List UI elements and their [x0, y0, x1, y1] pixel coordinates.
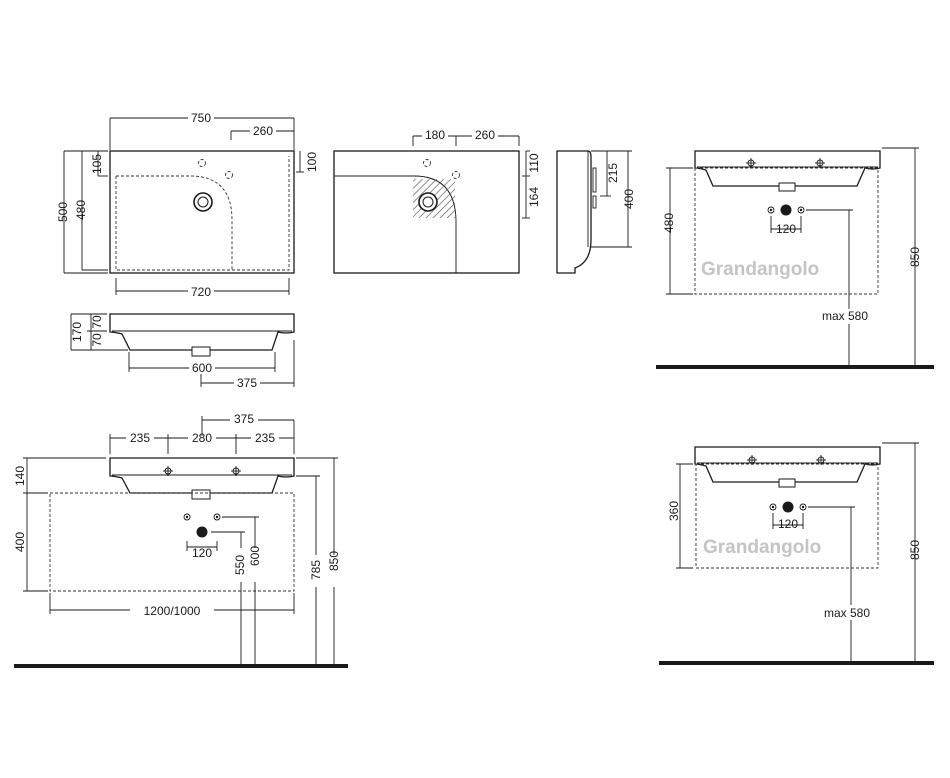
dim-750: 750	[191, 111, 211, 125]
overflow-icon	[452, 171, 460, 179]
drain-pipe-icon	[782, 501, 794, 513]
dim-500: 500	[56, 202, 70, 222]
dim-480: 480	[74, 200, 88, 220]
right-view-top: 120 Grandangolo 480 max 580 850	[656, 147, 934, 369]
dim-375-front: 375	[237, 376, 257, 390]
max-580-rb: max 580	[824, 606, 870, 620]
front-view-small: 170 70 70 600 375	[70, 313, 295, 390]
dim-600-front: 600	[192, 361, 212, 375]
dim-180: 180	[425, 128, 445, 142]
dim-375-top: 375	[234, 412, 254, 426]
dim-1200-1000: 1200/1000	[144, 604, 201, 618]
faucet-icon	[816, 455, 826, 465]
dim-260: 260	[253, 124, 273, 138]
front-view-large: 120 235 280 235 375 140 400 1200/1000 55…	[13, 412, 348, 668]
overflow-icon	[225, 171, 233, 179]
right-view-bottom: 120 Grandangolo 360 max 580 850	[659, 442, 934, 665]
dim-260b: 260	[475, 128, 495, 142]
faucet-icon	[163, 466, 173, 476]
top-view-2: 180 260 110 164	[333, 128, 541, 274]
dim-100: 100	[305, 152, 319, 172]
dim-235a: 235	[130, 431, 150, 445]
faucet-hole-icon	[198, 159, 206, 167]
faucet-icon	[815, 158, 825, 168]
watermark: Grandangolo	[701, 259, 819, 280]
side-view: 215 400	[556, 150, 636, 274]
dim-720: 720	[191, 285, 211, 299]
dim-70a: 70	[90, 315, 104, 329]
dim-850-front: 850	[327, 551, 341, 571]
drain-icon	[418, 192, 438, 212]
dim-105: 105	[90, 154, 104, 174]
dim-140: 140	[13, 466, 27, 486]
dim-850-rt: 850	[908, 247, 922, 267]
dim-600: 600	[248, 546, 262, 566]
max-580-rt: max 580	[822, 309, 868, 323]
dim-360: 360	[667, 501, 681, 521]
dim-480-rt: 480	[662, 213, 676, 233]
dim-850-rb: 850	[908, 540, 922, 560]
faucet-icon	[231, 466, 241, 476]
drain-icon	[193, 192, 213, 212]
drain-pipe-icon	[780, 204, 792, 216]
dim-550: 550	[233, 555, 247, 575]
dim-785: 785	[309, 560, 323, 580]
watermark: Grandangolo	[703, 537, 821, 558]
dim-400: 400	[13, 532, 27, 552]
dim-110: 110	[527, 153, 541, 172]
dim-120-rt: 120	[776, 222, 796, 236]
drain-pipe-icon	[196, 526, 208, 538]
dim-400-side: 400	[622, 189, 636, 209]
dim-235b: 235	[255, 431, 275, 445]
dim-70b: 70	[90, 333, 104, 347]
dim-120-rb: 120	[778, 517, 798, 531]
faucet-icon	[746, 158, 756, 168]
dim-170: 170	[70, 322, 84, 342]
faucet-icon	[747, 455, 757, 465]
dim-120-front: 120	[192, 546, 212, 560]
dim-280: 280	[192, 431, 212, 445]
faucet-hole-icon	[423, 159, 431, 167]
dim-215: 215	[606, 163, 620, 183]
dim-164: 164	[527, 187, 541, 207]
top-view-plan: 750 260 500 480 105 100 720	[56, 110, 319, 299]
